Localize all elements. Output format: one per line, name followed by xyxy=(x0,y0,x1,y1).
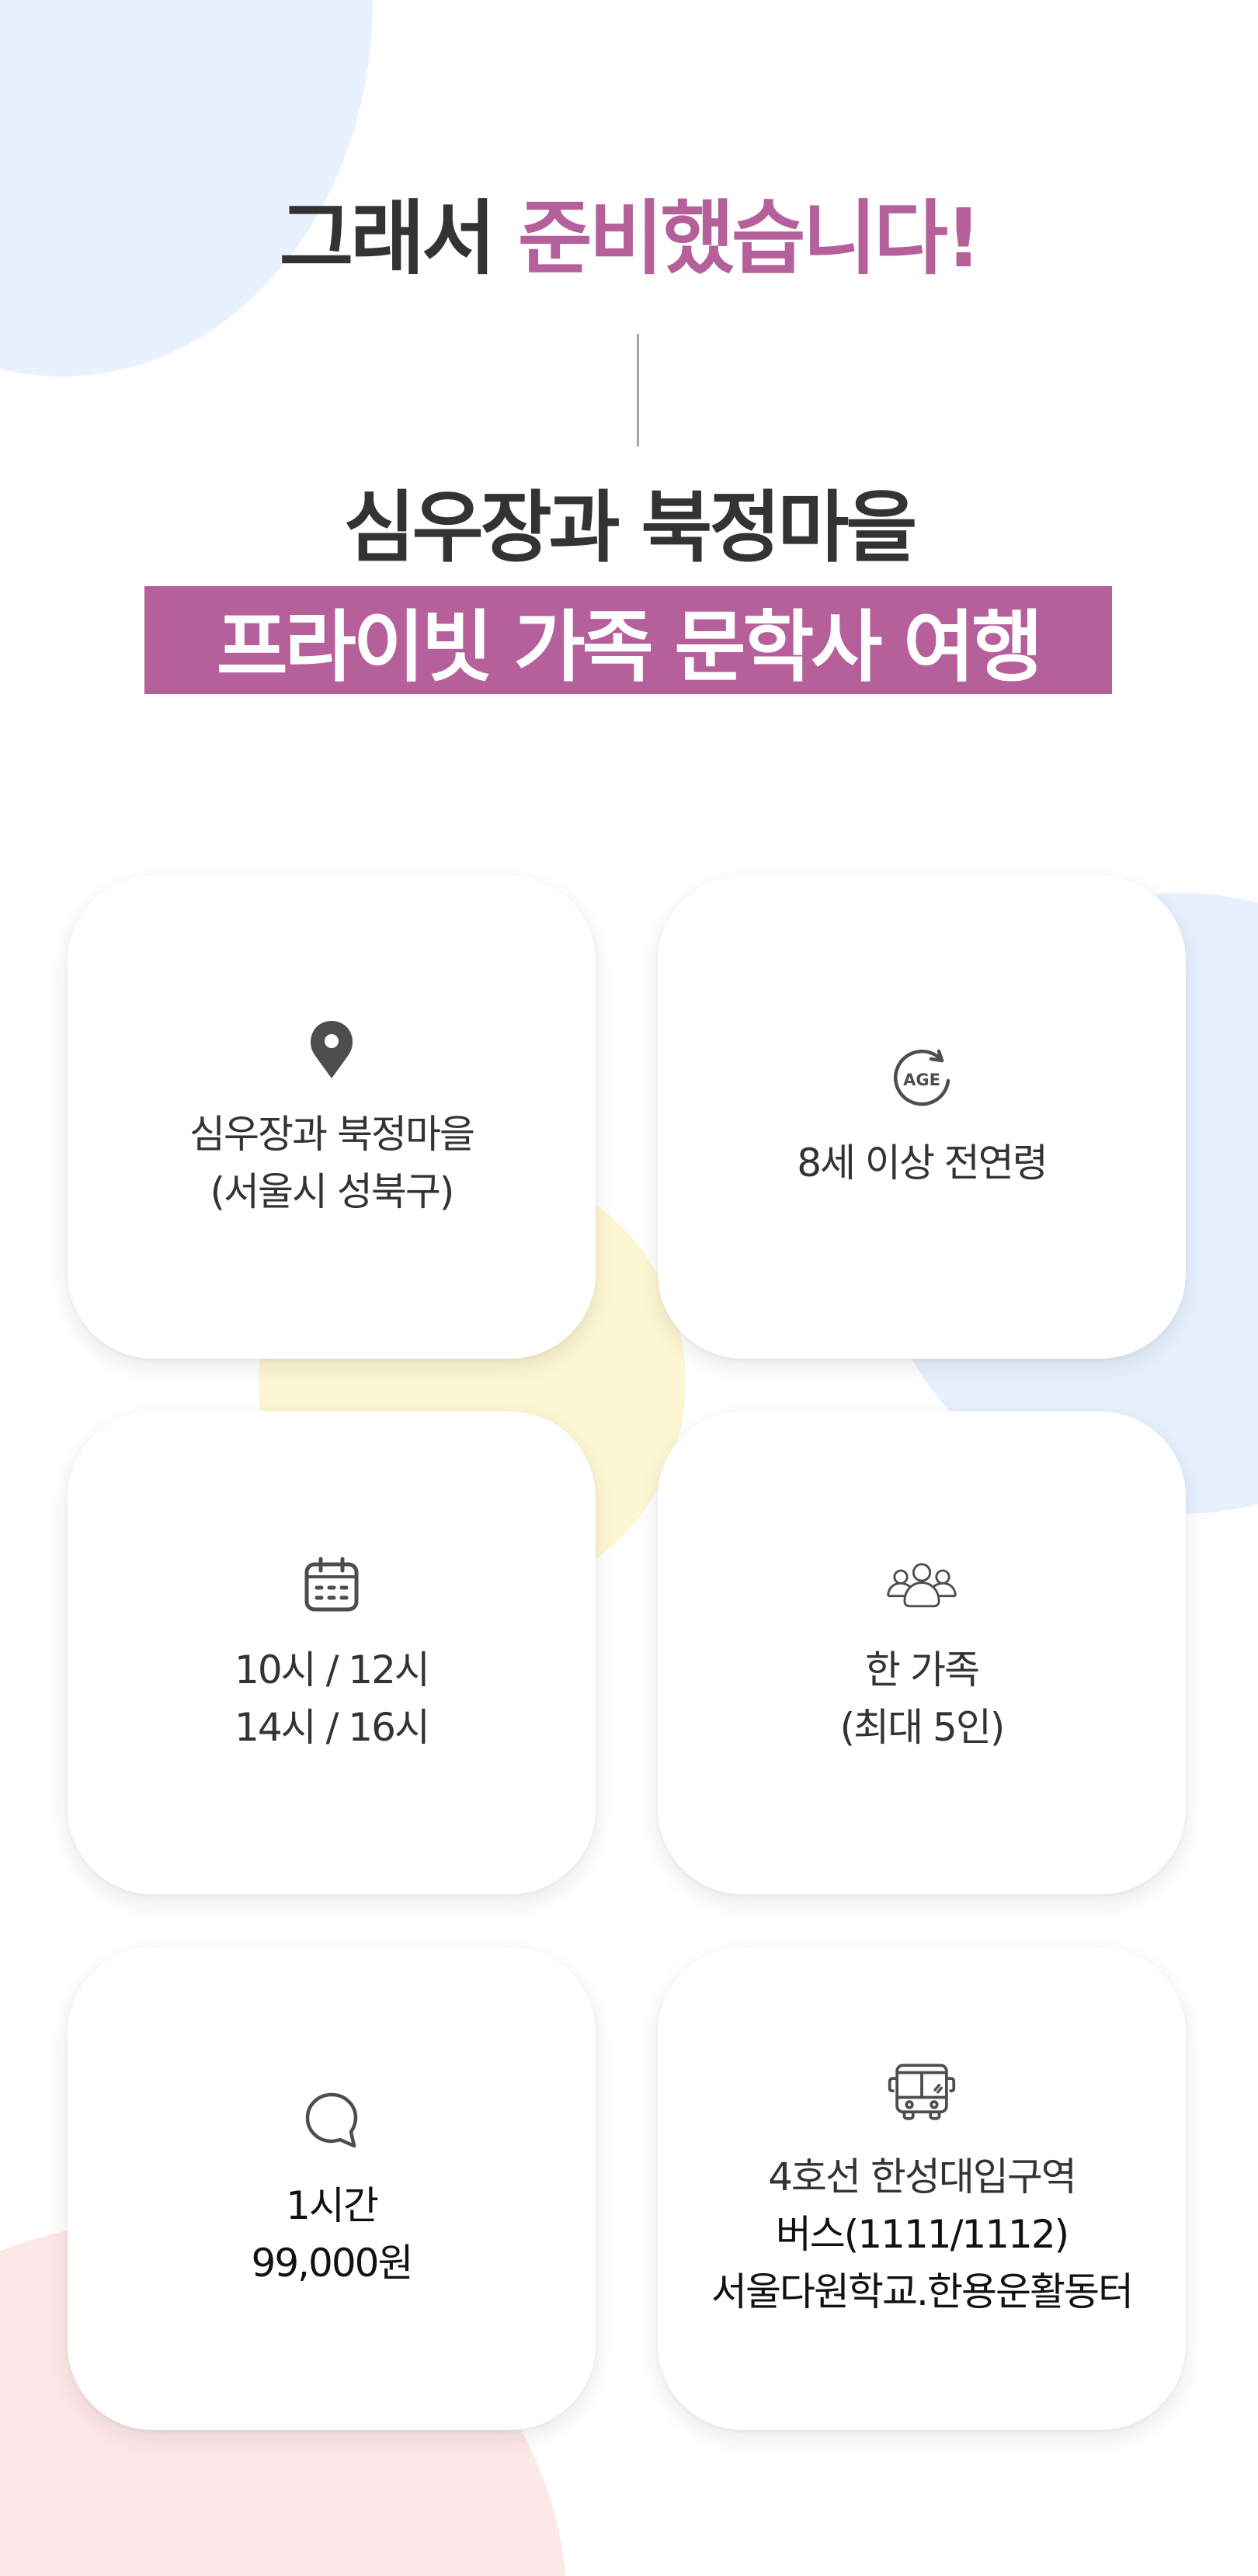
card-line: 10시 / 12시 xyxy=(235,1647,430,1692)
svg-text:AGE: AGE xyxy=(903,1071,940,1089)
card-line: (서울시 성북구) xyxy=(210,1169,455,1214)
info-card-age: AGE 8세 이상 전연령 xyxy=(658,876,1186,1359)
vertical-divider xyxy=(637,334,639,446)
card-line: 99,000원 xyxy=(251,2241,414,2286)
info-card-price: 1시간 99,000원 xyxy=(68,1947,596,2430)
card-line: 서울다원학교.한용운활동터 xyxy=(711,2269,1134,2314)
banner-text: 프라이빗 가족 문학사 여행 xyxy=(216,602,1043,693)
card-line: 4호선 한성대입구역 xyxy=(768,2154,1077,2199)
map-pin-icon xyxy=(297,1014,367,1084)
family-group-icon xyxy=(887,1550,957,1620)
info-card-schedule: 10시 / 12시 14시 / 16시 xyxy=(68,1411,596,1894)
card-line: 심우장과 북정마을 xyxy=(189,1112,475,1157)
card-line: 1시간 xyxy=(286,2183,379,2228)
info-card-transport: 4호선 한성대입구역 버스(1111/1112) 서울다원학교.한용운활동터 xyxy=(658,1947,1186,2430)
age-icon: AGE xyxy=(887,1043,957,1113)
card-line: 14시 / 16시 xyxy=(235,1705,430,1750)
info-card-group: 한 가족 (최대 5인) xyxy=(658,1411,1186,1894)
calendar-icon xyxy=(297,1550,367,1620)
bus-icon xyxy=(887,2057,957,2126)
headline-accent: 준비했습니다! xyxy=(517,191,982,286)
card-line: 8세 이상 전연령 xyxy=(797,1140,1048,1186)
highlight-banner: 프라이빗 가족 문학사 여행 xyxy=(144,586,1112,694)
subtitle: 심우장과 북정마을 xyxy=(343,482,918,573)
headline-prefix: 그래서 xyxy=(279,191,518,286)
info-card-location: 심우장과 북정마을 (서울시 성북구) xyxy=(68,876,596,1359)
card-line: 한 가족 xyxy=(865,1647,980,1692)
speech-bubble-icon xyxy=(297,2085,367,2155)
card-line: (최대 5인) xyxy=(839,1705,1006,1750)
headline: 그래서 준비했습니다! xyxy=(0,180,1258,297)
card-line: 버스(1111/1112) xyxy=(775,2212,1069,2257)
